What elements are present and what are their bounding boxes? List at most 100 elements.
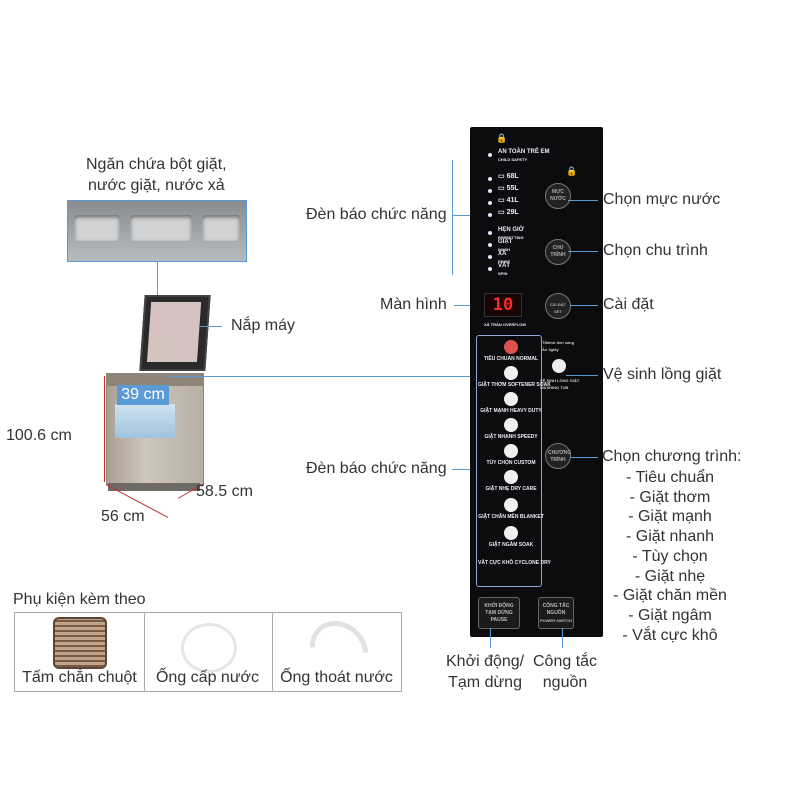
program-item: GIẶT NHẸ DRY CARE <box>478 470 544 492</box>
accessory-label: Ống cấp nước <box>155 669 260 686</box>
program-item: GIẶT CHĂN MỀN BLANKET <box>478 498 544 520</box>
control-panel: 🔒 🔒 AN TOÀN TRẺ EM CHILD SAFETY ▭ 68L ▭ … <box>470 127 603 637</box>
program-icon <box>504 444 518 458</box>
program-list: Chọn chương trình: <box>602 448 752 466</box>
bucket-icon: ▭ <box>498 173 505 180</box>
program-list-item: - Giặt ngâm <box>628 606 712 624</box>
accessory-label: Tấm chắn chuột <box>22 669 137 686</box>
program-list-item: - Tùy chọn <box>632 547 708 565</box>
program-icon <box>504 526 518 540</box>
detergent-drawer-image <box>67 200 247 262</box>
program-item: GIẶT NHANH SPEEDY <box>478 418 544 440</box>
program-item: GIẶT MẠNH HEAVY DUTY <box>478 392 544 414</box>
program-list-item: - Giặt chăn mền <box>613 587 727 605</box>
program-icon <box>504 418 518 432</box>
water-level-label: Chọn mực nước <box>603 191 721 208</box>
accessories-title: Phụ kiện kèm theo <box>13 591 146 608</box>
lid-leader-line <box>200 326 222 327</box>
level-55: ▭ 55L <box>498 185 519 192</box>
program-list-items: - Tiêu chuẩn - Giặt thơm - Giặt mạnh - G… <box>600 468 740 645</box>
program-line <box>570 457 598 458</box>
screen-label: Màn hình <box>380 296 447 313</box>
accessory-label: Ống thoát nước <box>280 669 393 686</box>
level-29: ▭ 29L <box>498 209 519 216</box>
indicator-label-bottom: Đèn báo chức năng <box>306 460 447 477</box>
water-level-line <box>568 200 598 201</box>
program-list-item: - Giặt thơm <box>629 488 711 506</box>
lock-icon: 🔒 <box>496 133 508 143</box>
bucket-icon: ▭ <box>498 185 505 192</box>
settings-label: Cài đặt <box>603 296 654 313</box>
digital-display: 10 <box>484 293 522 317</box>
indicator-bottom-line <box>452 469 474 470</box>
lock-icon-right: 🔒 <box>566 166 578 176</box>
bucket-icon: ▭ <box>498 209 505 216</box>
level-led-1 <box>488 177 492 181</box>
status-led-1 <box>488 231 492 235</box>
child-safety-text: AN TOÀN TRẺ EM CHILD SAFETY <box>498 149 550 162</box>
start-pause-line <box>490 628 491 648</box>
program-icon <box>504 340 518 354</box>
width-label: 56 cm <box>101 508 145 525</box>
height-dimension-line <box>104 376 105 482</box>
program-item: TÙY CHỌN CUSTOM <box>478 444 544 466</box>
accessory-drain-hose: Ống thoát nước <box>272 608 402 692</box>
program-icon <box>504 470 518 484</box>
drum-clean-label: Vệ sinh lồng giặt <box>603 366 722 383</box>
inlet-hose-icon <box>181 623 237 673</box>
program-list-item: - Giặt mạnh <box>628 508 712 526</box>
inner-width-badge: 39 cm <box>117 385 169 405</box>
machine-panel-line <box>168 376 470 377</box>
program-item: GIẶT NGÂM SOAK <box>478 526 544 548</box>
program-list-item: - Giặt nhanh <box>625 528 715 546</box>
power-line <box>562 628 563 648</box>
status-led-4 <box>488 267 492 271</box>
program-list-item: - Giặt nhẹ <box>634 567 706 585</box>
program-icon <box>504 392 518 406</box>
status-led-2 <box>488 243 492 247</box>
indicator-label-top: Đèn báo chức năng <box>306 206 447 223</box>
level-led-2 <box>488 189 492 193</box>
program-item: VẮT CỰC KHÔ CYCLONE DRY <box>478 560 551 566</box>
program-icon <box>504 366 518 380</box>
level-41: ▭ 41L <box>498 197 519 204</box>
start-pause-label: Khởi động/ Tạm dừng <box>446 653 525 691</box>
drum-clean-line <box>566 375 598 376</box>
level-68: ▭ 68L <box>498 173 519 180</box>
screen-line <box>454 305 482 306</box>
drum-clean-button[interactable] <box>552 359 566 373</box>
indicator-top-line <box>452 215 477 216</box>
settings-line <box>570 305 598 306</box>
program-list-item: - Tiêu chuẩn <box>625 469 715 486</box>
depth-label: 58.5 cm <box>196 483 253 500</box>
height-label: 100.6 cm <box>6 427 72 444</box>
lid-label: Nắp máy <box>231 317 296 334</box>
bucket-icon: ▭ <box>498 197 505 204</box>
level-led-4 <box>488 213 492 217</box>
indicator-top-bracket <box>452 160 453 275</box>
accessory-mouse-guard: Tấm chắn chuột <box>14 612 145 692</box>
accessory-inlet-hose: Ống cấp nước <box>143 612 273 692</box>
overflow-text: XẢ TRÀN OVERFLOW <box>484 322 526 327</box>
power-label: Công tắc nguồn <box>533 653 598 691</box>
child-safety-led <box>488 153 492 157</box>
status-led-3 <box>488 255 492 259</box>
mouse-guard-icon <box>53 617 107 669</box>
cycle-label: Chọn chu trình <box>603 242 708 259</box>
program-item: GIẶT THƠM SOFTENER SOAK <box>478 366 551 388</box>
program-list-title: Chọn chương trình: <box>602 448 742 465</box>
detergent-drawer-label: Ngăn chứa bột giặt, nước giặt, nước xả <box>86 156 227 194</box>
cycle-line <box>568 251 598 252</box>
